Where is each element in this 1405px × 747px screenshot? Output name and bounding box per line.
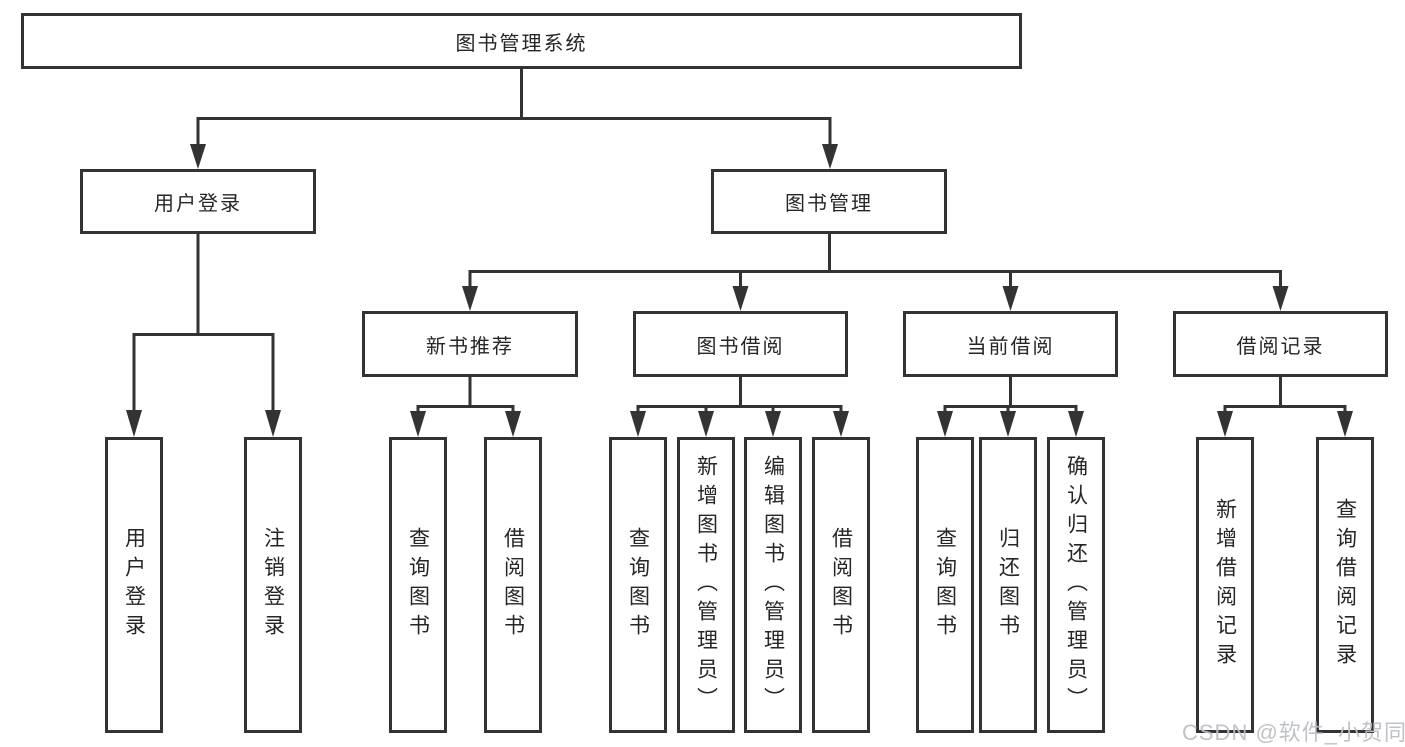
connector-root-to-level1 <box>190 69 838 169</box>
leaf-logout-label: 注销登录 <box>261 527 285 643</box>
leaf-current-confirm-return: 确认归还（管理员） <box>1047 437 1105 733</box>
leaf-rec-query-books-label: 查询图书 <box>406 527 430 643</box>
leaf-borrow-borrow-books: 借阅图书 <box>812 437 870 733</box>
leaf-records-add-record: 新增借阅记录 <box>1196 437 1254 733</box>
leaf-current-return-books: 归还图书 <box>979 437 1037 733</box>
leaf-records-query-record-label: 查询借阅记录 <box>1333 498 1357 672</box>
node-library-management-system: 图书管理系统 <box>21 13 1022 69</box>
leaf-borrow-add-books-label: 新增图书（管理员） <box>694 454 718 716</box>
leaf-current-confirm-return-label: 确认归还（管理员） <box>1064 454 1088 716</box>
leaf-borrow-edit-books-label: 编辑图书（管理员） <box>761 454 785 716</box>
leaf-current-query-books-label: 查询图书 <box>933 527 957 643</box>
leaf-rec-query-books: 查询图书 <box>389 437 447 733</box>
connector-book-mgmt-to-level2 <box>462 234 1289 311</box>
leaf-current-query-books: 查询图书 <box>916 437 974 733</box>
leaf-rec-borrow-books: 借阅图书 <box>484 437 542 733</box>
connector-new-book-to-leaves <box>410 377 521 437</box>
leaf-current-return-books-label: 归还图书 <box>996 527 1020 643</box>
leaf-borrow-borrow-books-label: 借阅图书 <box>829 527 853 643</box>
node-borrow-records: 借阅记录 <box>1173 311 1388 377</box>
leaf-records-add-record-label: 新增借阅记录 <box>1213 498 1237 672</box>
leaf-user-login: 用户登录 <box>105 437 163 733</box>
leaf-rec-borrow-books-label: 借阅图书 <box>501 527 525 643</box>
leaf-borrow-edit-books: 编辑图书（管理员） <box>744 437 802 733</box>
node-book-management: 图书管理 <box>711 169 947 234</box>
connector-user-login-to-leaves <box>126 234 281 437</box>
connector-borrow-records-to-leaves <box>1217 377 1353 437</box>
node-new-book-recommend: 新书推荐 <box>362 311 578 377</box>
connector-current-borrow-to-leaves <box>937 377 1084 437</box>
node-book-borrow: 图书借阅 <box>633 311 848 377</box>
csdn-watermark: CSDN @软件_小贺同学 <box>1182 720 1405 745</box>
node-current-borrow: 当前借阅 <box>903 311 1118 377</box>
leaf-borrow-query-books-label: 查询图书 <box>626 527 650 643</box>
leaf-borrow-query-books: 查询图书 <box>609 437 667 733</box>
leaf-logout: 注销登录 <box>244 437 302 733</box>
leaf-records-query-record: 查询借阅记录 <box>1316 437 1374 733</box>
leaf-borrow-add-books: 新增图书（管理员） <box>677 437 735 733</box>
leaf-user-login-label: 用户登录 <box>122 527 146 643</box>
node-user-login: 用户登录 <box>80 169 316 234</box>
connector-book-borrow-to-leaves <box>630 377 849 437</box>
